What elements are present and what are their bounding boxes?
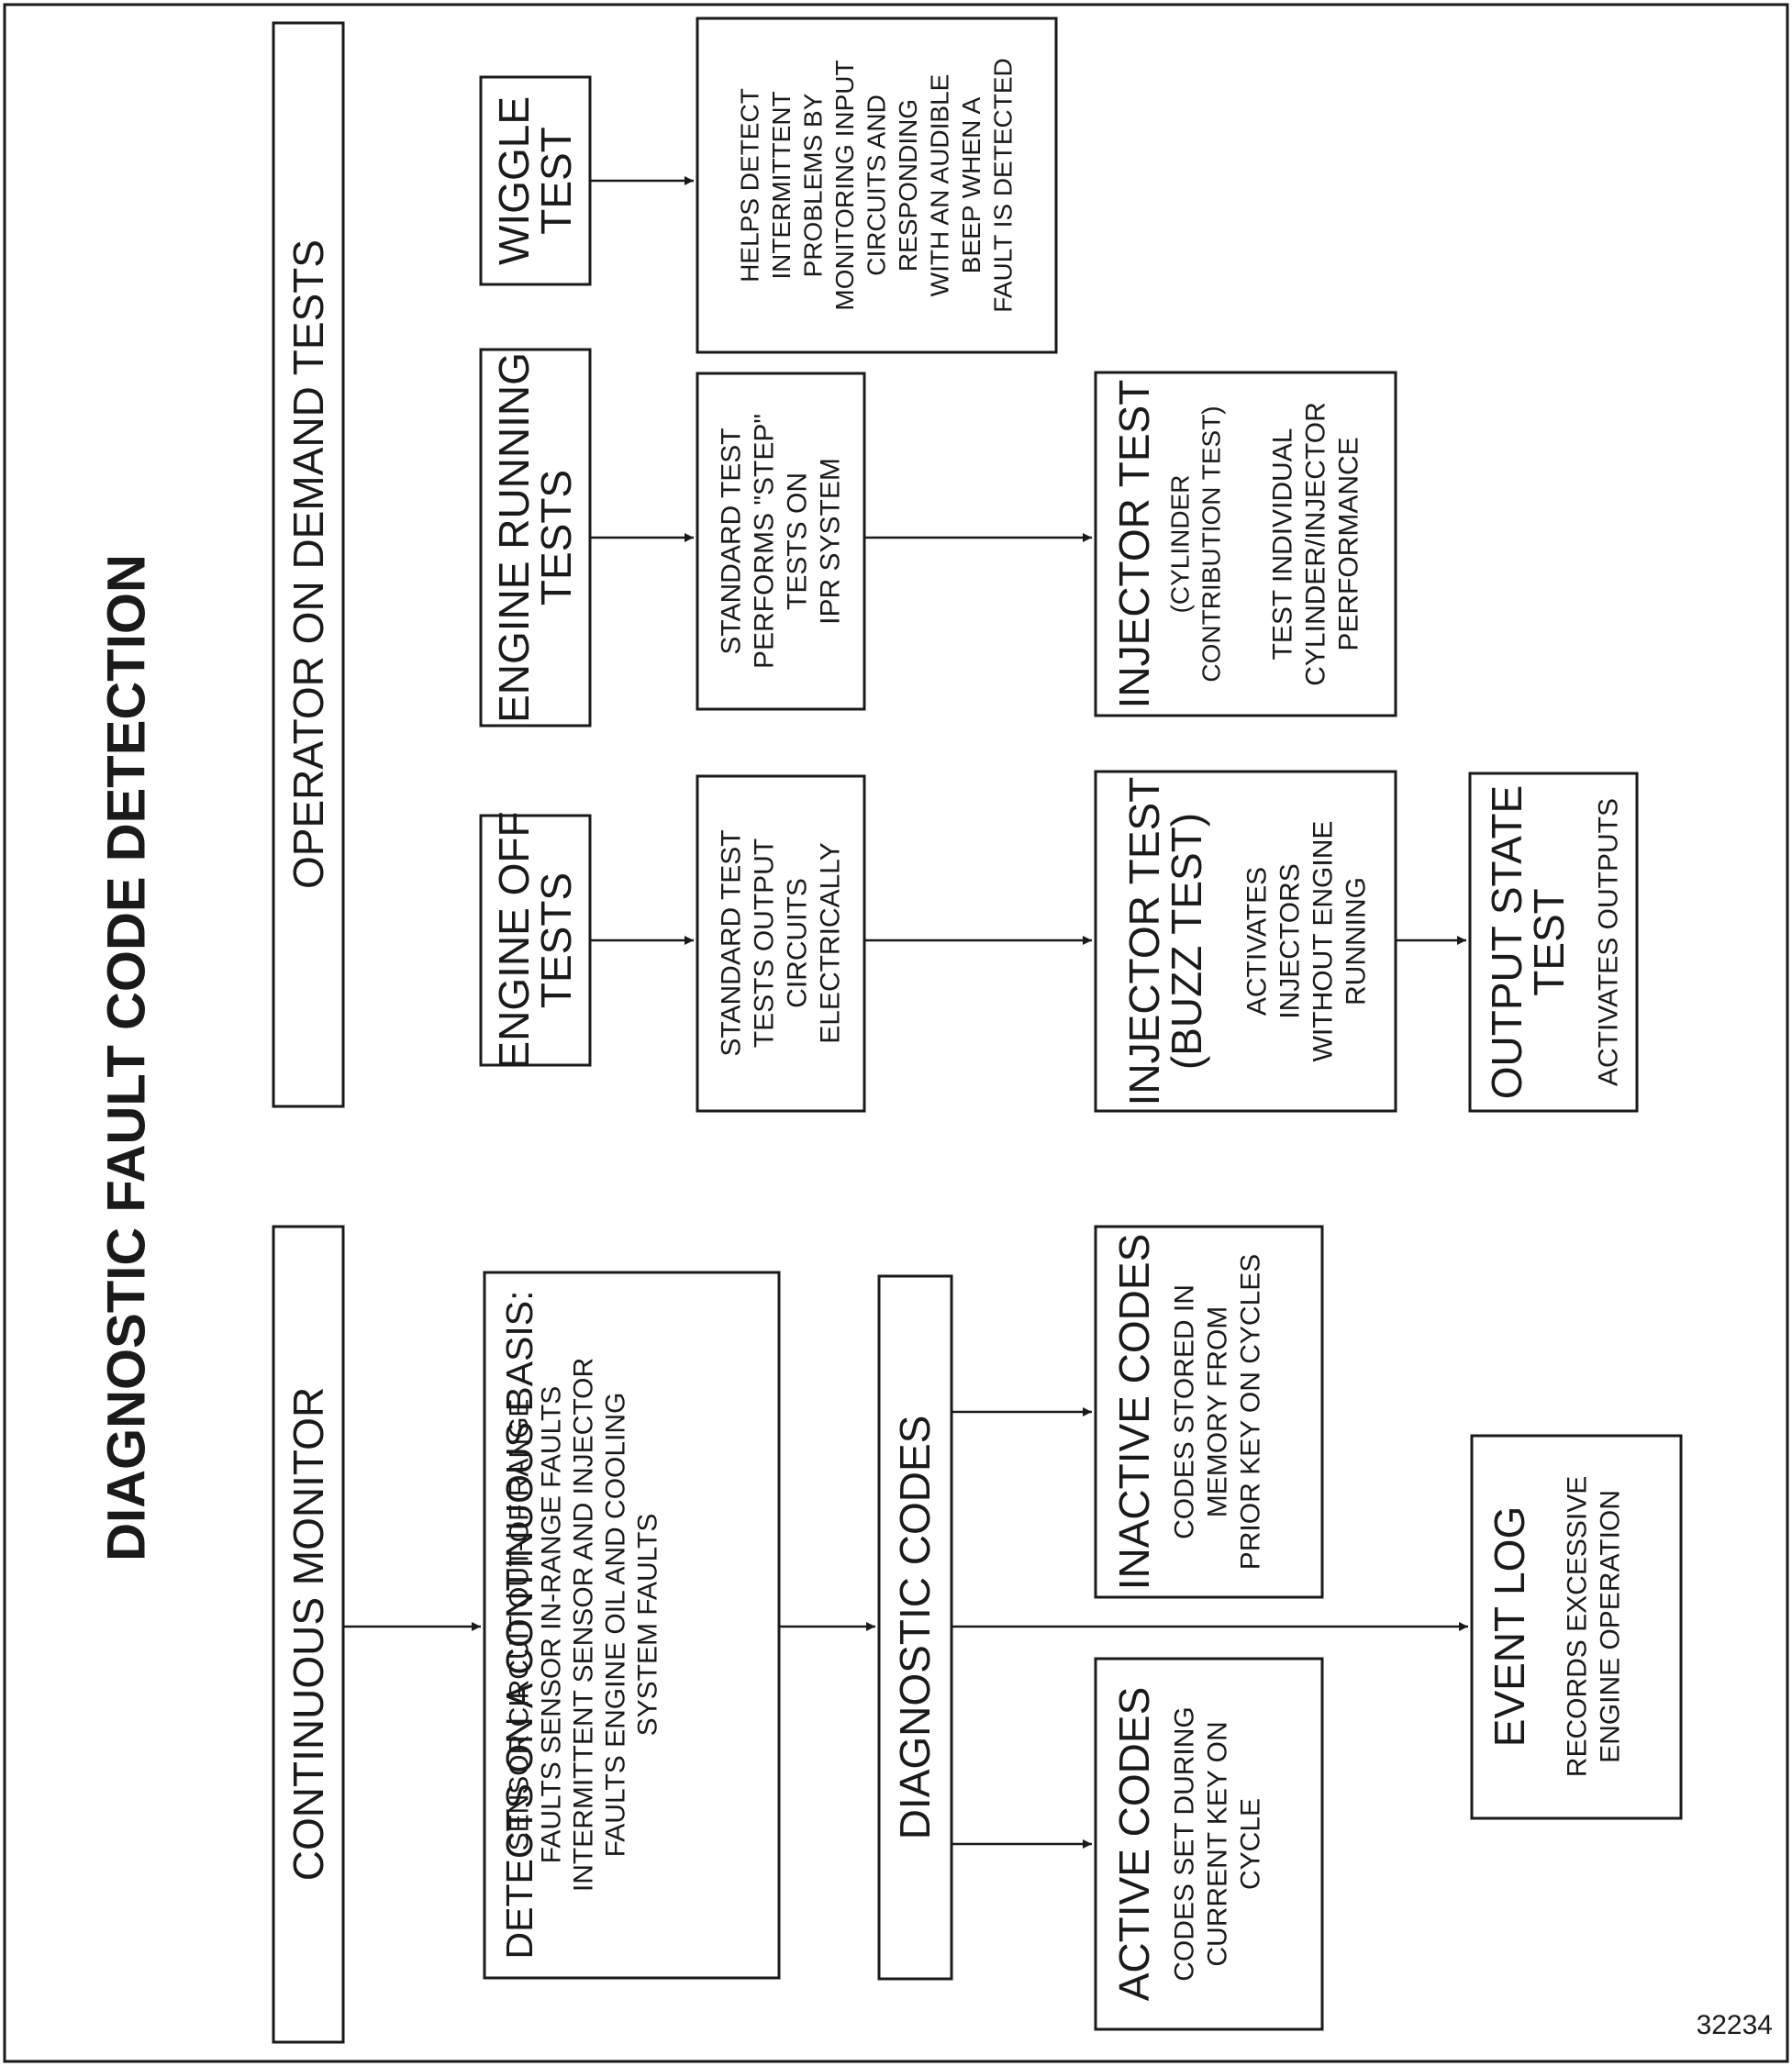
running-standard-test-lines-line: IPR SYSTEM bbox=[816, 458, 846, 625]
injector-cylinder-lines-line: CYLINDER/INJECTOR bbox=[1301, 402, 1331, 686]
injector-cylinder-lines-line: PERFORMANCE bbox=[1334, 437, 1364, 650]
injector-buzz-heading-line: INJECTOR TEST bbox=[1120, 777, 1168, 1106]
event-log-lines-line: RECORDS EXCESSIVE bbox=[1563, 1476, 1593, 1777]
inactive-codes-lines-line: PRIOR KEY ON CYCLES bbox=[1236, 1254, 1266, 1571]
injector-buzz-lines-line: WITHOUT ENGINE bbox=[1308, 821, 1339, 1062]
engine-running-lines-line: ENGINE RUNNING bbox=[490, 352, 538, 723]
active-codes-heading: ACTIVE CODES bbox=[1110, 1687, 1158, 2002]
active-codes-lines-line: CURRENT KEY ON bbox=[1203, 1721, 1233, 1966]
output-state-heading-line: TEST bbox=[1525, 888, 1573, 996]
active-codes-lines-line: CYCLE bbox=[1236, 1798, 1266, 1890]
injector-cylinder-sub-line: (CYLINDER bbox=[1166, 475, 1195, 614]
wiggle-test-lines-line: WIGGLE bbox=[490, 96, 538, 265]
operator-on-demand-box: OPERATOR ON DEMAND TESTS bbox=[272, 21, 345, 1108]
active-codes-lines-line: CODES SET DURING bbox=[1170, 1706, 1200, 1982]
injector-cylinder-heading: INJECTOR TEST bbox=[1110, 380, 1158, 709]
continuous-monitor-box: CONTINUOUS MONITOR bbox=[272, 1225, 345, 2044]
figure-number: 32234 bbox=[1697, 2010, 1773, 2040]
diagnostic-codes-label: DIAGNOSTIC CODES bbox=[891, 1416, 939, 1840]
injector-buzz-lines-line: INJECTORS bbox=[1275, 863, 1306, 1018]
event-log-lines-line: ENGINE OPERATION bbox=[1596, 1490, 1626, 1763]
diagram-title: DIAGNOSTIC FAULT CODE DETECTION bbox=[97, 554, 157, 1561]
output-state-lines-line: ACTIVATES OUTPUTS bbox=[1594, 798, 1624, 1086]
off-standard-test-lines-line: STANDARD TEST bbox=[717, 829, 747, 1056]
inactive-codes-lines-line: CODES STORED IN bbox=[1170, 1284, 1200, 1539]
output-state-heading-line: OUTPUT STATE bbox=[1483, 785, 1530, 1099]
injector-buzz-lines-line: RUNNING bbox=[1341, 877, 1372, 1005]
detects-lines-line: FAULTS ENGINE OIL AND COOLING bbox=[601, 1393, 631, 1858]
wiggle-desc-lines-line: MONITORING INPUT bbox=[830, 60, 859, 310]
diagnostic-codes-box: DIAGNOSTIC CODES bbox=[877, 1274, 953, 1981]
wiggle-desc-lines-line: PROBLEMS BY bbox=[799, 93, 828, 277]
detects-lines-line: INTERMITTENT SENSOR AND INJECTOR bbox=[569, 1358, 599, 1892]
inactive-codes-heading: INACTIVE CODES bbox=[1110, 1234, 1158, 1591]
engine-off-lines-line: ENGINE OFF bbox=[490, 811, 538, 1069]
running-standard-test-lines-line: STANDARD TEST bbox=[717, 428, 747, 654]
injector-buzz-heading: INJECTOR TEST(BUZZ TEST) bbox=[1120, 777, 1210, 1106]
engine-running-lines-line: TESTS bbox=[532, 470, 580, 605]
injector-cylinder-lines-line: TEST INDIVIDUAL bbox=[1268, 428, 1298, 661]
detects-lines-line: SYSTEM FAULTS bbox=[633, 1514, 663, 1737]
off-standard-test-lines-line: CIRCUITS bbox=[783, 878, 813, 1008]
injector-cylinder-sub-line: CONTRIBUTION TEST) bbox=[1197, 405, 1226, 682]
off-standard-test-lines-line: TESTS OUTPUT bbox=[750, 839, 780, 1048]
detects-box: DETECTS ON A CONTINUOUS BASIS: SENSOR CI… bbox=[483, 1271, 781, 1980]
off-standard-test-lines-line: ELECTRICALLY bbox=[816, 842, 846, 1044]
injector-buzz-lines-line: ACTIVATES bbox=[1242, 867, 1273, 1016]
running-standard-test-lines-line: TESTS ON bbox=[783, 472, 813, 610]
wiggle-desc-lines-line: INTERMITTENT bbox=[767, 91, 796, 279]
injector-buzz-heading-line: (BUZZ TEST) bbox=[1163, 813, 1210, 1070]
event-log-heading: EVENT LOG bbox=[1486, 1506, 1533, 1747]
wiggle-test-lines-line: TEST bbox=[532, 127, 580, 235]
wiggle-desc-lines-line: WITH AN AUDIBLE bbox=[926, 74, 954, 297]
wiggle-desc-lines-line: RESPONDING bbox=[894, 99, 922, 272]
wiggle-desc-lines-line: CIRCUITS AND bbox=[863, 94, 891, 276]
wiggle-desc-lines-line: HELPS DETECT bbox=[736, 88, 764, 283]
inactive-codes-lines-line: MEMORY FROM bbox=[1203, 1306, 1233, 1518]
operator-on-demand-label: OPERATOR ON DEMAND TESTS bbox=[284, 239, 332, 889]
continuous-monitor-label: CONTINUOUS MONITOR bbox=[284, 1387, 332, 1881]
output-state-lines: ACTIVATES OUTPUTS bbox=[1594, 798, 1624, 1086]
wiggle-desc-lines-line: BEEP WHEN A bbox=[957, 96, 985, 273]
detects-lines-line: SENSOR CIRCUIT OUT-OF RANGE bbox=[505, 1399, 535, 1851]
running-standard-test-lines-line: PERFORMS "STEP" bbox=[750, 414, 780, 669]
wiggle-desc-lines-line: FAULT IS DETECTED bbox=[989, 58, 1018, 312]
engine-off-lines-line: TESTS bbox=[532, 872, 580, 1008]
detects-lines-line: FAULTS SENSOR IN-RANGE FAULTS bbox=[537, 1386, 567, 1864]
outer-frame bbox=[3, 3, 1789, 2063]
detects-heading: DETECTS ON A CONTINUOUS BASIS: bbox=[498, 1290, 540, 1959]
